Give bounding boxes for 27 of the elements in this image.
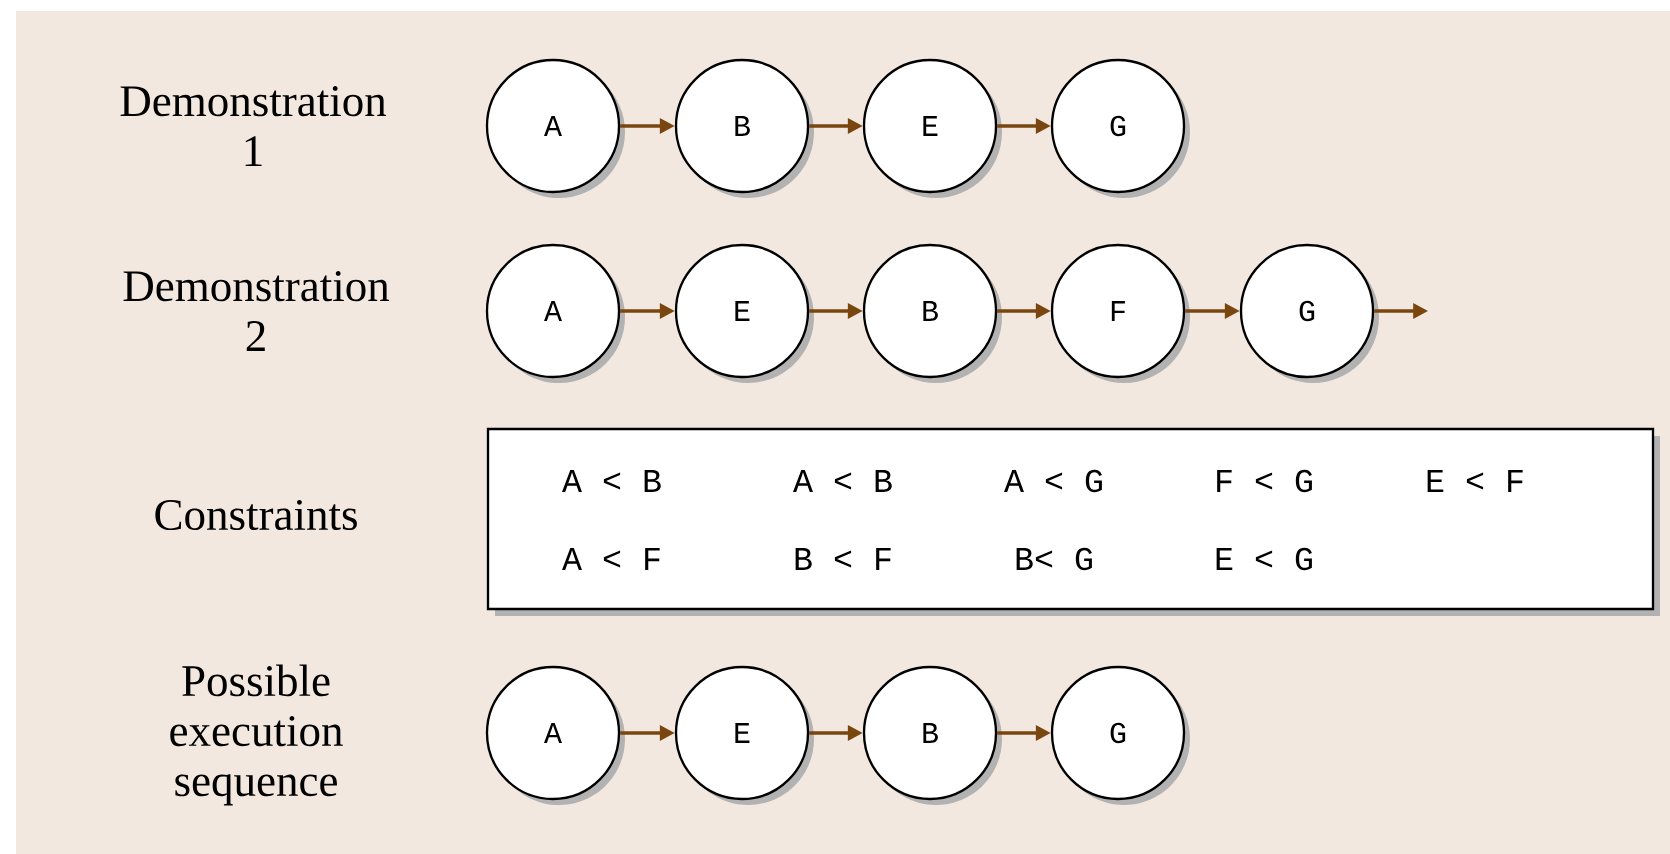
circle-node: B xyxy=(674,58,814,198)
constraint-label: B < F xyxy=(795,548,891,570)
circle-node: B xyxy=(862,243,1002,383)
circle-node: F xyxy=(1050,243,1190,383)
constraint-label: B< G xyxy=(1016,547,1092,571)
circle-node: A xyxy=(485,58,625,198)
circle-node: E xyxy=(862,58,1002,198)
circle-node: E xyxy=(674,243,814,383)
constraint-label: A < B xyxy=(793,470,892,492)
constraint-label: A < B xyxy=(562,470,661,492)
constraint-label: E < F xyxy=(1427,470,1523,492)
row-label: Demonstration 1 xyxy=(120,86,387,166)
row-label: Constraints xyxy=(155,499,357,531)
circle-node: B xyxy=(862,665,1002,805)
circle-node: A xyxy=(485,665,625,805)
circle-node: E xyxy=(674,665,814,805)
constraint-label: A < F xyxy=(562,548,660,570)
row-label: Possible execution sequence xyxy=(170,664,343,806)
circle-node: A xyxy=(485,243,625,383)
constraints-box xyxy=(486,427,1660,616)
circle-node: G xyxy=(1050,665,1190,805)
constraint-label: F < G xyxy=(1217,469,1312,493)
circle-node: G xyxy=(1050,58,1190,198)
constraint-label: A < G xyxy=(1004,469,1102,493)
circle-node: G xyxy=(1239,243,1379,383)
constraint-label: E < G xyxy=(1216,547,1312,571)
row-label: Demonstration 2 xyxy=(123,271,390,351)
